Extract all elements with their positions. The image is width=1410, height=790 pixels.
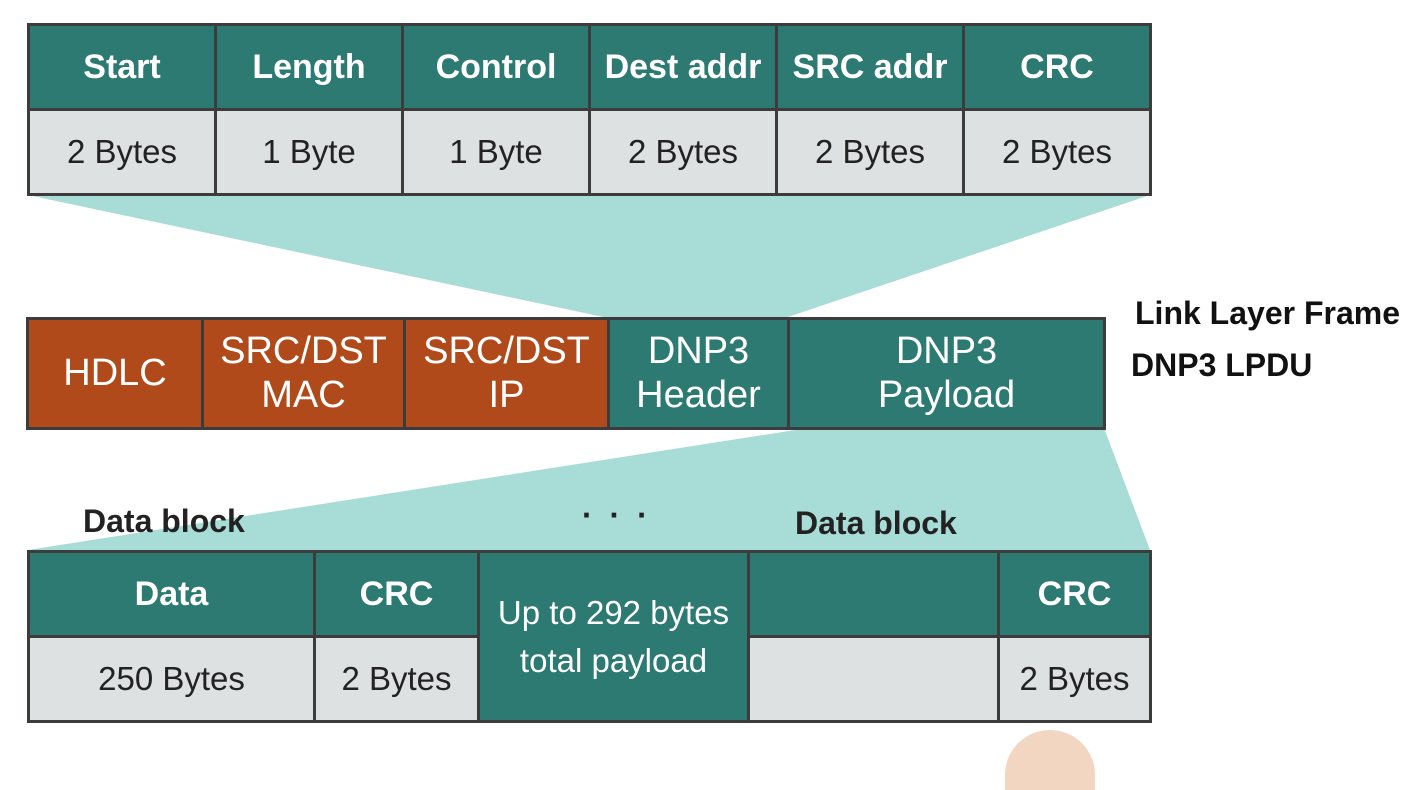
frame-segment-label: Payload <box>877 373 1016 416</box>
frame-segment-label: IP <box>488 373 525 416</box>
frame-segment-mac: SRC/DST MAC <box>201 317 406 430</box>
payload-middle-summary: Up to 292 bytes total payload <box>477 550 750 723</box>
data-block-label-right: Data block <box>795 505 957 541</box>
field-size-control: 1 Byte <box>401 108 591 196</box>
header-expansion-funnel <box>28 195 1150 318</box>
frame-label-link-layer: Link Layer Frame <box>1135 295 1400 331</box>
payload-size-crc-2: 2 Bytes <box>997 635 1152 723</box>
ellipsis: · · · <box>582 497 652 533</box>
frame-segment-label: Header <box>636 373 761 416</box>
field-size-dest-addr: 2 Bytes <box>588 108 778 196</box>
payload-middle-line: Up to 292 bytes <box>497 593 730 631</box>
field-size-crc: 2 Bytes <box>962 108 1152 196</box>
field-size-length: 1 Byte <box>214 108 404 196</box>
field-header-start: Start <box>27 23 217 111</box>
field-size-start: 2 Bytes <box>27 108 217 196</box>
field-header-dest-addr: Dest addr <box>588 23 778 111</box>
frame-segment-label: DNP3 <box>647 329 750 372</box>
frame-label-lpdu: DNP3 LPDU <box>1131 347 1313 383</box>
field-header-length: Length <box>214 23 404 111</box>
payload-header-data-2 <box>747 550 1000 638</box>
payload-middle-line: total payload <box>519 641 708 679</box>
frame-segment-label: SRC/DST <box>423 329 590 372</box>
frame-segment-dnp3-payload: DNP3 Payload <box>787 317 1106 430</box>
payload-header-crc: CRC <box>313 550 480 638</box>
payload-size-data-2 <box>747 635 1000 723</box>
field-size-src-addr: 2 Bytes <box>775 108 965 196</box>
funnel-graphics <box>28 195 1150 550</box>
frame-segment-hdlc: HDLC <box>26 317 204 430</box>
field-header-control: Control <box>401 23 591 111</box>
payload-header-data: Data <box>27 550 316 638</box>
frame-segment-label: DNP3 <box>895 329 998 372</box>
frame-segment-label: SRC/DST <box>220 329 387 372</box>
payload-size-crc: 2 Bytes <box>313 635 480 723</box>
data-block-label-left: Data block <box>83 503 245 539</box>
frame-segment-label: MAC <box>261 373 346 416</box>
field-header-src-addr: SRC addr <box>775 23 965 111</box>
frame-segment-label: HDLC <box>63 351 167 394</box>
payload-size-data: 250 Bytes <box>27 635 316 723</box>
payload-expansion-funnel <box>28 428 1150 550</box>
frame-segment-dnp3-header: DNP3 Header <box>607 317 790 430</box>
field-header-crc: CRC <box>962 23 1152 111</box>
payload-header-crc-2: CRC <box>997 550 1152 638</box>
frame-segment-ip: SRC/DST IP <box>403 317 610 430</box>
